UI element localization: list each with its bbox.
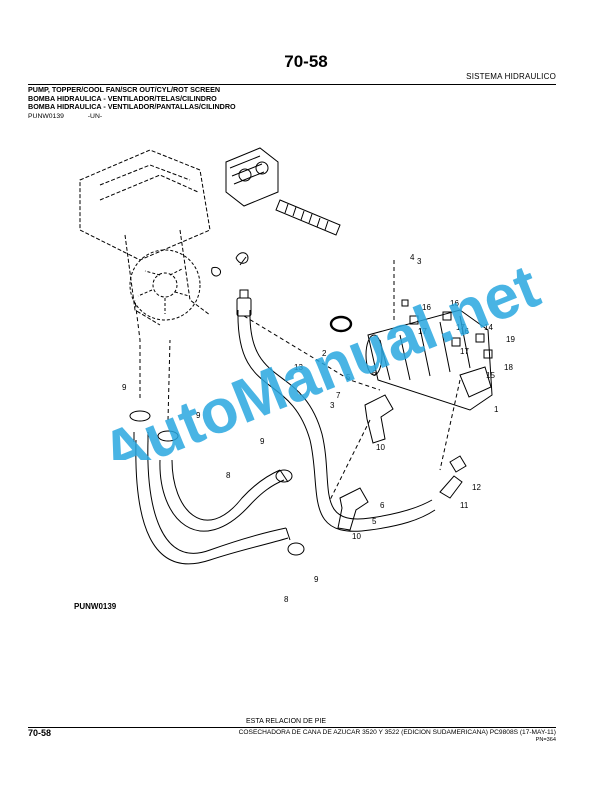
- part-titles: PUMP, TOPPER/COOL FAN/SCR OUT/CYL/ROT SC…: [28, 85, 236, 112]
- section-title: SISTEMA HIDRAULICO: [466, 72, 556, 81]
- callout-16-a: 16: [422, 303, 431, 312]
- figure-label: PUNW0139: [74, 602, 117, 611]
- figure-id: PUNW0139: [28, 113, 64, 120]
- radiator-block: [225, 147, 279, 207]
- callout-8-lower: 8: [284, 595, 289, 604]
- callout-6-upper: 6: [372, 369, 377, 378]
- callout-7: 7: [336, 391, 341, 400]
- callout-17-b: 17: [456, 323, 465, 332]
- o-ring-2: [329, 315, 353, 333]
- callout-10-upper: 10: [376, 443, 385, 452]
- figure-reference: PUNW0139 -UN-: [28, 113, 124, 120]
- callout-19: 19: [506, 335, 515, 344]
- callout-12: 12: [472, 483, 481, 492]
- callout-9-c: 9: [260, 437, 265, 446]
- clamp-9-a: [129, 410, 151, 422]
- callout-15: 15: [486, 371, 495, 380]
- callout-5-lower: 5: [372, 517, 377, 526]
- fitting-small-a: [211, 267, 221, 277]
- frame-outline: [79, 149, 211, 326]
- callout-17-c: 17: [460, 347, 469, 356]
- callout-9-b: 9: [196, 411, 201, 420]
- leader-lines: [134, 260, 461, 501]
- hose-8-upper: [159, 459, 289, 532]
- callout-8-upper: 8: [226, 471, 231, 480]
- callout-labels: 1 2 3 4 3 5 5 6 6 7 8 8 9 9 9 9 10 10 11…: [122, 253, 515, 604]
- page-number-top: 70-58: [284, 52, 328, 71]
- fan-outline: [129, 249, 201, 321]
- pump-assembly: [365, 309, 493, 411]
- spline-shaft: [275, 199, 341, 236]
- watermark-text: AutoManual.net: [92, 252, 549, 460]
- title-english: PUMP, TOPPER/COOL FAN/SCR OUT/CYL/ROT SC…: [28, 85, 221, 94]
- footer-document-info: COSECHADORA DE CANA DE AZUCAR 3520 Y 352…: [238, 729, 556, 736]
- callout-18: 18: [504, 363, 513, 372]
- callout-1: 1: [494, 405, 499, 414]
- callout-9-d: 9: [314, 575, 319, 584]
- callout-3: 3: [330, 401, 335, 410]
- callout-4: 4: [410, 253, 415, 262]
- clamp-9-b: [157, 430, 179, 442]
- figure-code: -UN-: [87, 113, 103, 120]
- fitting-11: [439, 475, 463, 499]
- callout-16-c: 16: [460, 327, 469, 336]
- fittings-right: [401, 299, 493, 359]
- clamp-9-c: [275, 469, 293, 483]
- callout-3b: 3: [417, 257, 422, 266]
- callout-5-upper: 5: [346, 373, 351, 382]
- callout-14: 14: [484, 323, 493, 332]
- callout-13: 13: [294, 363, 303, 372]
- title-spanish-1: BOMBA HIDRAULICA - VENTILADOR/TELAS/CILI…: [28, 93, 217, 103]
- title-spanish-2: BOMBA HIDRAULICA - VENTILADOR/PANTALLAS/…: [28, 102, 236, 112]
- footer-pn: PN=364: [535, 737, 556, 743]
- page-number-bottom: 70-58: [28, 728, 52, 738]
- exploded-parts-diagram: 1 2 3 4 3 5 5 6 6 7 8 8 9 9 9 9 10 10 11…: [79, 147, 515, 604]
- watermark: AutoManual.net: [92, 252, 549, 460]
- callout-6-lower: 6: [380, 501, 385, 510]
- fitting-10-lower: [337, 487, 369, 531]
- callout-17-a: 17: [418, 327, 427, 336]
- callout-16-b: 16: [450, 299, 459, 308]
- callout-11: 11: [460, 501, 469, 510]
- callout-10-lower: 10: [352, 532, 361, 541]
- hose-8-lower: [135, 439, 291, 565]
- clamp-9-d: [287, 542, 305, 556]
- header-rule: [28, 84, 556, 85]
- callout-2: 2: [322, 349, 327, 358]
- footer-rule: [28, 727, 556, 728]
- fitting-12: [449, 455, 467, 473]
- footer-note: ESTA RELACION DE PIE: [246, 718, 327, 725]
- callout-9-a: 9: [122, 383, 127, 392]
- fitting-small-b: [235, 252, 249, 264]
